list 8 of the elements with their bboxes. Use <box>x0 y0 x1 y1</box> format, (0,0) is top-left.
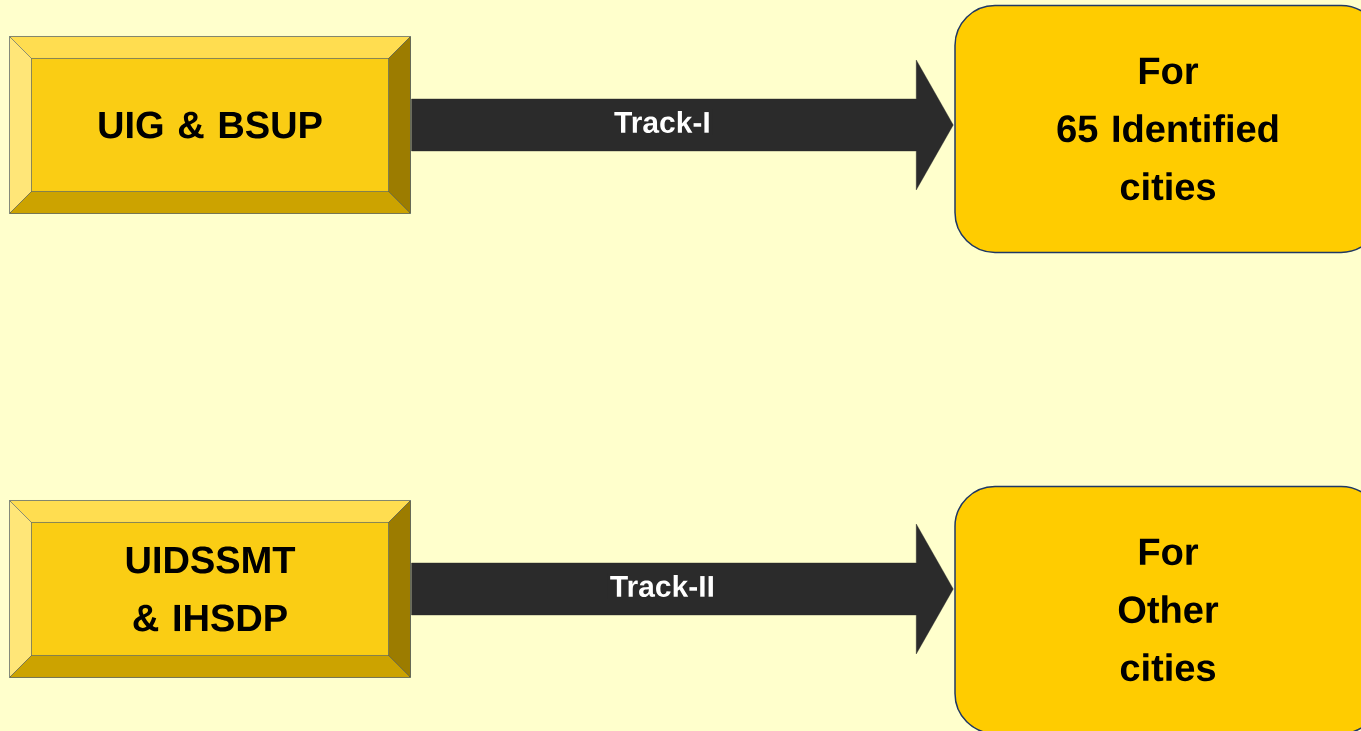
rounded-box: For 65 Identified cities <box>954 4 1361 254</box>
beveled-box: UIG & BSUP <box>9 36 411 214</box>
block-arrow <box>411 523 954 655</box>
block-arrow <box>411 59 954 191</box>
edge-label: Track-I <box>614 111 709 133</box>
rounded-box: For Other cities <box>954 485 1361 731</box>
beveled-box: UIDSSMT & IHSDP <box>9 500 411 678</box>
edge-label: Track-II <box>610 574 713 597</box>
